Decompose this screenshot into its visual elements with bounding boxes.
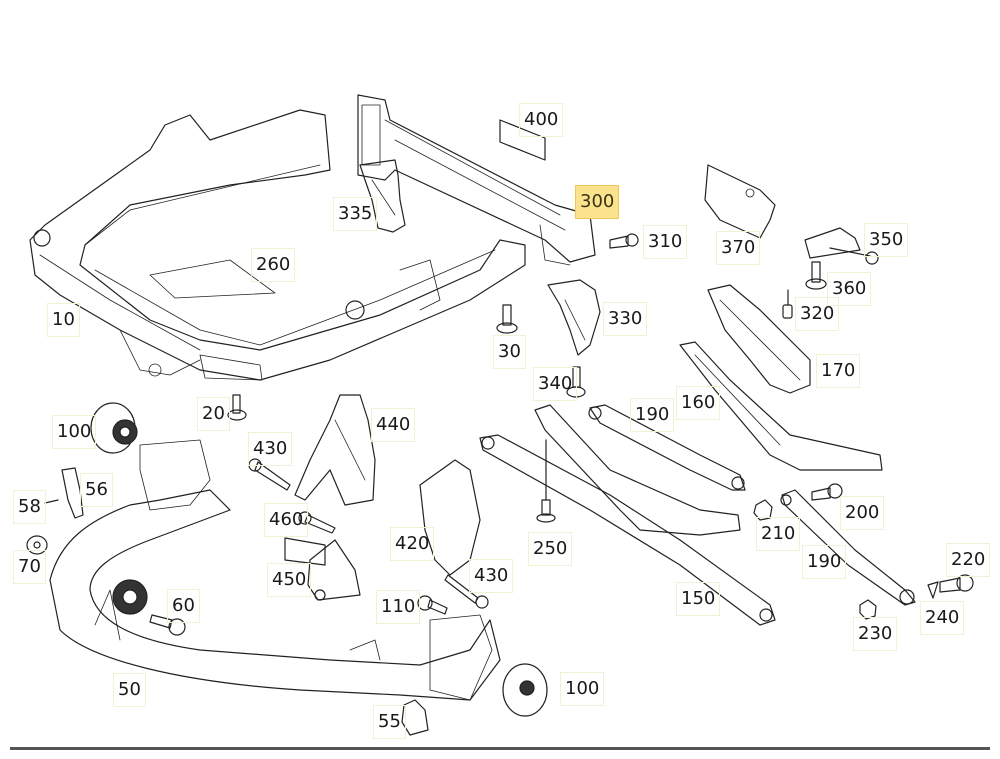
part-label-55[interactable]: 55 (373, 705, 406, 739)
part-label-150[interactable]: 150 (676, 582, 721, 616)
bolt-460-drawing (298, 511, 336, 534)
part-label-100-right[interactable]: 100 (560, 672, 605, 706)
part-label-20[interactable]: 20 (197, 397, 230, 431)
part-label-100-left[interactable]: 100 (52, 415, 97, 449)
part-label-450[interactable]: 450 (267, 563, 312, 597)
part-label-10[interactable]: 10 (47, 303, 80, 337)
part-label-420[interactable]: 420 (390, 527, 435, 561)
crossmember-170-drawing (707, 284, 811, 394)
control-arm-150-drawing (479, 404, 776, 626)
bracket-350-drawing (804, 227, 879, 265)
part-label-350[interactable]: 350 (864, 223, 909, 257)
nut-210-drawing (753, 499, 773, 521)
part-label-460[interactable]: 460 (264, 503, 309, 537)
crossmember-beam-drawing (357, 94, 596, 266)
part-label-200[interactable]: 200 (840, 496, 885, 530)
part-label-210[interactable]: 210 (756, 517, 801, 551)
bracket-right-drawing (547, 279, 601, 356)
part-label-320[interactable]: 320 (795, 297, 840, 331)
link-upper-drawing (588, 404, 746, 491)
part-label-220[interactable]: 220 (946, 543, 991, 577)
part-label-30[interactable]: 30 (493, 335, 526, 369)
part-label-50[interactable]: 50 (113, 673, 146, 707)
part-label-335[interactable]: 335 (333, 197, 378, 231)
part-label-340[interactable]: 340 (533, 367, 578, 401)
part-label-190-lower[interactable]: 190 (802, 545, 847, 579)
bolt-250-drawing (536, 439, 556, 523)
pad-drawing (499, 119, 546, 161)
part-label-400[interactable]: 400 (519, 103, 564, 137)
bolt-220-drawing (939, 574, 974, 593)
bolt-200-drawing (811, 483, 843, 501)
bolt-430-lower-drawing (444, 574, 489, 609)
link-lower-drawing (780, 489, 916, 606)
bracket-55-drawing (401, 699, 429, 736)
bolt-310-drawing (609, 233, 639, 249)
mount-450-drawing (284, 537, 361, 601)
part-label-310[interactable]: 310 (643, 225, 688, 259)
nut-230-drawing (859, 599, 877, 620)
bolt-30-drawing (496, 304, 518, 334)
bracket-left-drawing (359, 159, 406, 233)
washer-240-drawing (927, 581, 939, 599)
part-label-440[interactable]: 440 (371, 408, 416, 442)
wheel-hub-right-drawing (502, 663, 548, 717)
bolt-110-drawing (417, 595, 448, 615)
bottom-divider (10, 747, 990, 750)
rear-axle-carrier-drawing (49, 439, 501, 701)
part-label-60[interactable]: 60 (167, 589, 200, 623)
screw-58-drawing (44, 499, 59, 504)
part-label-110[interactable]: 110 (376, 590, 421, 624)
part-label-160[interactable]: 160 (676, 386, 721, 420)
bolt-60-drawing (149, 614, 186, 636)
part-label-230[interactable]: 230 (853, 617, 898, 651)
part-label-330[interactable]: 330 (603, 302, 648, 336)
part-label-360[interactable]: 360 (827, 272, 872, 306)
part-label-300-selected[interactable]: 300 (575, 185, 620, 219)
bracket-370-drawing (704, 164, 776, 239)
part-label-70[interactable]: 70 (13, 550, 46, 584)
bolt-20-drawing (227, 394, 247, 421)
part-label-58[interactable]: 58 (13, 490, 46, 524)
pin-320-drawing (782, 289, 793, 319)
part-label-190-upper[interactable]: 190 (630, 398, 675, 432)
part-label-430-lower[interactable]: 430 (469, 559, 514, 593)
front-subframe-drawing (29, 109, 526, 381)
part-label-56[interactable]: 56 (80, 473, 113, 507)
part-label-250[interactable]: 250 (528, 532, 573, 566)
part-label-240[interactable]: 240 (920, 601, 965, 635)
wheel-hub-left-drawing (90, 402, 138, 454)
part-label-430-upper[interactable]: 430 (248, 432, 293, 466)
part-label-260[interactable]: 260 (251, 248, 296, 282)
bracket-56-drawing (61, 467, 84, 519)
part-label-370[interactable]: 370 (716, 231, 761, 265)
support-440-drawing (294, 394, 376, 506)
bolt-360-drawing (805, 261, 827, 290)
part-label-170[interactable]: 170 (816, 354, 861, 388)
bushing-70-drawing (26, 535, 48, 555)
trailing-arm-160-drawing (679, 341, 883, 471)
